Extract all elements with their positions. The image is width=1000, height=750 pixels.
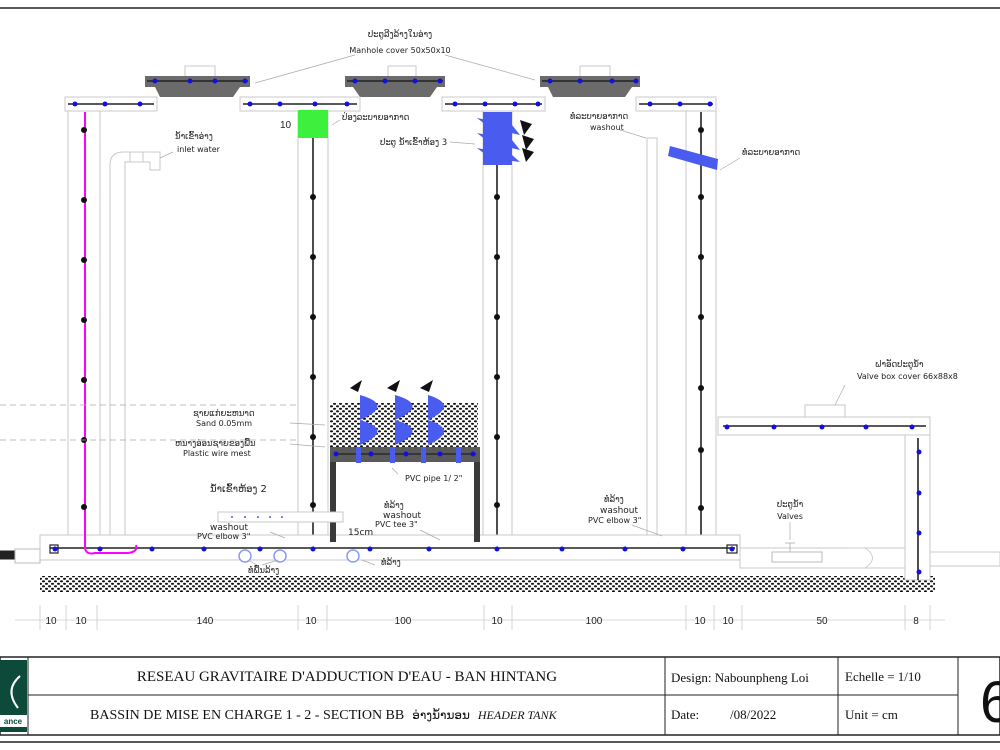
valves-label: Valves [777,512,803,521]
vent-size-label: 10 [280,120,292,131]
dim-7: 100 [586,616,603,627]
date-value: /08/2022 [730,707,776,722]
inlet-water-label: inlet water [177,145,221,154]
tee-pvc-label: PVC tee 3" [375,520,418,529]
right-washout-lao: ທໍ່ລ້າງ [604,494,624,505]
drawing-subtitle: BASSIN DE MISE EN CHARGE 1 - 2 - SECTION… [90,708,558,723]
washout-top-label: washout [590,123,624,132]
room2-inlet-label: ນ້ຳເຂົ້າຫ້ອງ 2 [210,482,267,495]
inlet-room2-pipe [217,511,344,523]
dim-2: 10 [75,616,87,627]
tee-washout-lao: ທໍ່ລ້າງ [384,500,404,511]
vent-pipe-slanted [668,146,718,170]
dimension-line [15,605,945,630]
sand-label: Sand 0.05mm [196,419,252,428]
vent-right-label: ທໍ່ລະບາຍອາກາດ [742,147,800,158]
valve-box [717,404,1000,581]
pvc-pipe-label: PVC pipe 1/ 2" [405,474,462,483]
dim-8: 10 [694,616,706,627]
inlet-pipe-magenta [84,112,138,555]
valves-lao: ປະຕູນ້ຳ [777,499,804,510]
washout-elbows [238,549,360,563]
unit-label: Unit = cm [845,707,898,722]
roof-slabs [64,96,717,112]
dim-3: 140 [197,616,214,627]
leader-lines [0,54,846,566]
air-vent-label: ປ່ອງລະບາຍອາກາດ [342,111,410,123]
air-vent-green [298,110,328,138]
drawing-title: RESEAU GRAVITAIRE D'ADDUCTION D'EAU - BA… [137,669,557,685]
tee-washout-label: washout [383,511,421,521]
right-washout-label: washout [600,506,638,516]
manhole-covers [145,65,640,97]
mesh-lao: ຫນາງອ່ອນຊາຍຂອງພື້ນ [175,438,256,449]
elbow-washout-label: washout [210,523,248,533]
vertical-rebar-dots [81,127,704,511]
washout-top-lao: ທໍ່ລະບາຍອາກາດ [570,111,628,122]
valve-cover-lao: ຝາອັດປະຕູນ້ຳ [875,359,924,370]
manhole-label-lao: ປະຕູລີງລ້າງໃນອ່າງ [368,29,432,40]
flow-arrows-icon [350,380,444,445]
gap-label: 15cm [348,528,373,538]
dim-10: 50 [816,616,828,627]
valve-icon [771,542,823,563]
sand-lao: ຊາຍແກ່ຍະຫນາດ [193,408,255,419]
dim-11: 8 [913,616,919,627]
washout-pipe-label: ທໍ່ລ້າງ [381,557,401,568]
dim-9: 10 [722,616,734,627]
rebar-dots [52,78,922,575]
inlet-water-lao: ນ້ຳເຂົ້າອ່າງ [175,131,213,142]
room3-inlet-label: ປະຕູ ນ້ຳເຂົ້າຫ້ອງ 3 [380,137,447,148]
elbow-pvc-label: PVC elbow 3" [197,532,250,541]
date-label: Date: [671,707,699,722]
dim-1: 10 [45,616,57,627]
floor-washout-label: ທໍ່ພື້ນລ້າງ [248,565,279,576]
manhole-label: Manhole cover 50x50x10 [349,46,450,55]
design-label: Design: Nabounpheng Loi [671,670,809,685]
inlet-pipe [109,151,161,545]
valve-cover-label: Valve box cover 66x88x8 [857,372,958,381]
svg-text:ance: ance [4,717,23,726]
dim-6: 10 [491,616,503,627]
scale-label: Echelle = 1/10 [845,669,921,684]
dim-4: 10 [305,616,317,627]
room3-inlet-baffle [477,112,534,165]
organization-logo: ance [0,660,27,732]
dim-5: 100 [395,616,412,627]
mesh-label: Plastic wire mest [183,449,251,458]
title-block: ance RESEAU GRAVITAIRE D'ADDUCTION D'EAU… [0,656,1000,743]
tank-walls [67,110,717,555]
right-elbow-label: PVC elbow 3" [588,516,641,525]
gravel-base [40,576,935,592]
sheet-number: 6 [980,670,1000,735]
